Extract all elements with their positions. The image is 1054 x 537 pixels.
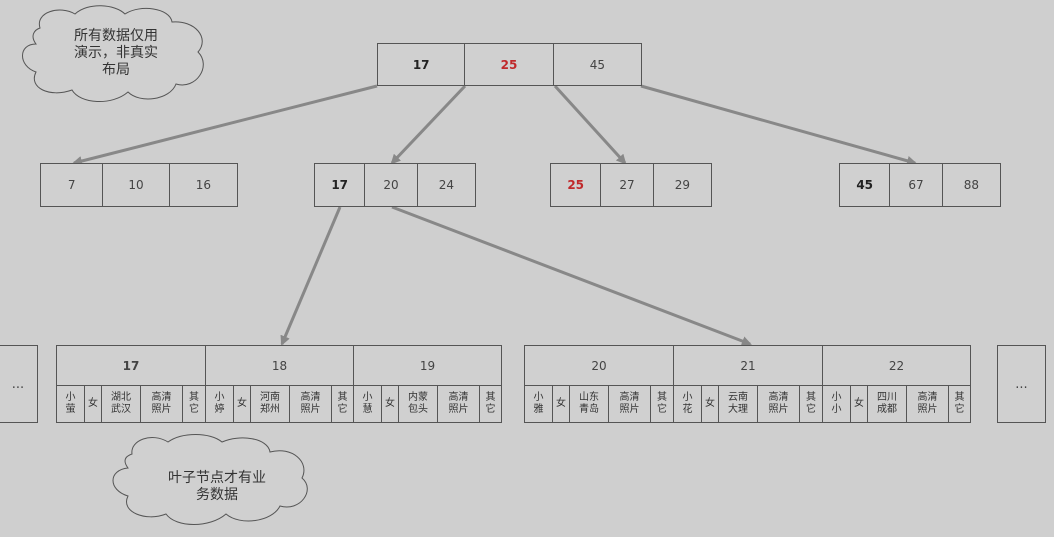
- record-field: 女: [702, 386, 719, 422]
- record-field: 其 它: [337, 392, 348, 415]
- index-key: 27: [601, 164, 654, 206]
- record-field: 其 它: [806, 392, 816, 415]
- record-field: 其 它: [954, 392, 965, 415]
- record-field: 女: [553, 386, 570, 422]
- index-key: 67: [890, 164, 943, 206]
- index-key: 20: [365, 164, 418, 206]
- record-field: 女: [234, 386, 251, 422]
- cloud-note-bottom: 叶子节点才有业 务数据: [168, 470, 266, 503]
- arrow-node2-to-leaf20: [391, 205, 752, 346]
- record-field: 高清 照片: [438, 386, 480, 422]
- cloud-shape-top: [22, 5, 204, 103]
- arrow-node2-to-leaf17: [280, 206, 342, 346]
- index-key: 7: [41, 164, 104, 206]
- arrow-root-to-node1: [72, 84, 378, 166]
- leaf-key: 20: [525, 346, 673, 386]
- index-node-1: 7 10 16: [40, 163, 238, 207]
- leaf-node: 19 小 慧 女 内蒙 包头 高清 照片 其 它: [353, 345, 502, 423]
- record-field: 山东 青岛: [570, 386, 609, 422]
- record-field: 四川 成都: [868, 386, 907, 422]
- leaf-record: 小 雅 女 山东 青岛 高清 照片 其 它: [525, 386, 673, 422]
- record-field: 小 婷: [206, 386, 234, 422]
- index-key: 10: [103, 164, 170, 206]
- leaf-record: 小 慧 女 内蒙 包头 高清 照片 其 它: [354, 386, 501, 422]
- record-field: 云南 大理: [719, 386, 758, 422]
- root-key: 17: [378, 44, 466, 85]
- index-key: 16: [195, 178, 211, 192]
- record-field: 高清 照片: [290, 386, 332, 422]
- record-field: 其 它: [189, 392, 199, 415]
- record-field: 内蒙 包头: [399, 386, 438, 422]
- record-field: 小 小: [823, 386, 851, 422]
- leaf-ellipsis-left: ...: [0, 345, 38, 423]
- leaf-key: 19: [354, 346, 501, 386]
- leaf-node: 22 小 小 女 四川 成都 高清 照片 其 它: [822, 345, 971, 423]
- record-field: 女: [382, 386, 399, 422]
- leaf-ellipsis-right: ...: [997, 345, 1046, 423]
- leaf-node: 18 小 婷 女 河南 郑州 高清 照片 其 它: [205, 345, 354, 423]
- index-key: 24: [438, 178, 454, 192]
- index-key: 17: [315, 164, 366, 206]
- index-node-2: 17 20 24: [314, 163, 476, 207]
- record-field: 其 它: [657, 392, 667, 415]
- index-key: 88: [963, 178, 979, 192]
- index-node-4: 45 67 88: [839, 163, 1001, 207]
- record-field: 高清 照片: [141, 386, 183, 422]
- leaf-node: 21 小 花 女 云南 大理 高清 照片 其 它: [673, 345, 823, 423]
- cloud-note-top: 所有数据仅用 演示，非真实 布局: [74, 28, 158, 78]
- record-field: 高清 照片: [758, 386, 800, 422]
- arrow-root-to-node4: [640, 84, 917, 166]
- record-field: 小 萤: [57, 386, 85, 422]
- record-field: 湖北 武汉: [102, 386, 141, 422]
- leaf-record: 小 萤 女 湖北 武汉 高清 照片 其 它: [57, 386, 205, 422]
- arrow-root-to-node3: [553, 84, 627, 165]
- record-field: 小 雅: [525, 386, 553, 422]
- leaf-record: 小 花 女 云南 大理 高清 照片 其 它: [674, 386, 822, 422]
- cloud-shape-bottom: [112, 434, 308, 525]
- record-field: 高清 照片: [609, 386, 651, 422]
- index-key: 25: [551, 164, 602, 206]
- record-field: 女: [851, 386, 868, 422]
- record-field: 小 慧: [354, 386, 382, 422]
- index-key: 29: [674, 178, 690, 192]
- root-node: 17 25 45: [377, 43, 642, 86]
- leaf-key: 18: [206, 346, 353, 386]
- arrow-root-to-node2: [390, 84, 467, 165]
- leaf-key: 17: [57, 346, 205, 386]
- record-field: 小 花: [674, 386, 702, 422]
- leaf-node: 20 小 雅 女 山东 青岛 高清 照片 其 它: [524, 345, 674, 423]
- record-field: 女: [85, 386, 102, 422]
- leaf-record: 小 婷 女 河南 郑州 高清 照片 其 它: [206, 386, 353, 422]
- record-field: 河南 郑州: [251, 386, 290, 422]
- index-key: 45: [840, 164, 891, 206]
- leaf-node: 17 小 萤 女 湖北 武汉 高清 照片 其 它: [56, 345, 206, 423]
- leaf-record: 小 小 女 四川 成都 高清 照片 其 它: [823, 386, 970, 422]
- leaf-key: 22: [823, 346, 970, 386]
- root-key: 45: [589, 57, 605, 72]
- leaf-key: 21: [674, 346, 822, 386]
- root-key: 25: [465, 44, 554, 85]
- index-node-3: 25 27 29: [550, 163, 712, 207]
- record-field: 其 它: [485, 392, 496, 415]
- record-field: 高清 照片: [907, 386, 949, 422]
